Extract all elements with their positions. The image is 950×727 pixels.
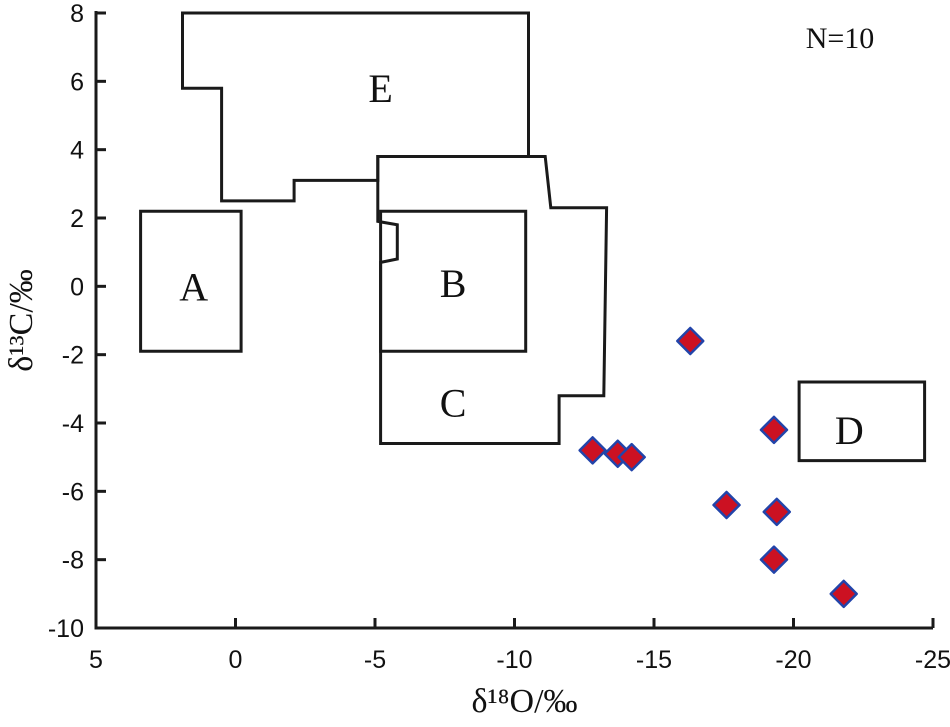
field-d-outline [797,380,927,463]
y-tick-label: -2 [62,342,84,370]
y-tick-label: -8 [62,547,84,575]
field-b-label: B [440,261,467,306]
x-tick-label: 5 [89,646,103,674]
y-tick-label: -10 [48,615,84,643]
field-a-label: A [179,264,208,309]
field-e-outline [181,11,530,203]
field-d-label: D [835,408,864,453]
data-point-diamond [759,415,789,445]
x-axis-label: δ¹⁸O/‰ [471,683,577,720]
data-point-diamond [762,497,792,527]
sample-count-annotation: N=10 [806,22,875,55]
y-tick-label: -6 [62,478,84,506]
field-regions: A B C E D [139,11,927,463]
y-tick-label: 0 [70,273,84,301]
data-point-diamond [578,436,607,465]
x-tick-label: 0 [229,646,243,674]
y-tick-label: 2 [70,205,84,233]
y-tick-label: -4 [62,410,84,438]
data-point-diamond [676,326,705,356]
data-point-diamond [829,579,858,609]
field-e-label: E [368,66,392,111]
y-tick-label: 8 [70,0,84,28]
x-tick-label: -5 [364,646,386,674]
x-tick-label: -10 [496,646,532,674]
field-a-outline [139,209,243,353]
x-tick-label: -25 [915,646,950,674]
y-tick-label: 6 [70,68,84,96]
field-c-outline [376,155,609,445]
data-point-diamond [617,442,646,472]
data-points [578,326,858,609]
x-tick-label: -20 [775,646,811,674]
data-point-diamond [712,490,741,520]
y-axis-label: δ¹³C/‰ [3,269,40,372]
y-tick-label: 4 [70,137,84,165]
field-c-label: C [440,381,467,426]
x-tick-label: -15 [636,646,672,674]
data-point-diamond [759,545,789,574]
